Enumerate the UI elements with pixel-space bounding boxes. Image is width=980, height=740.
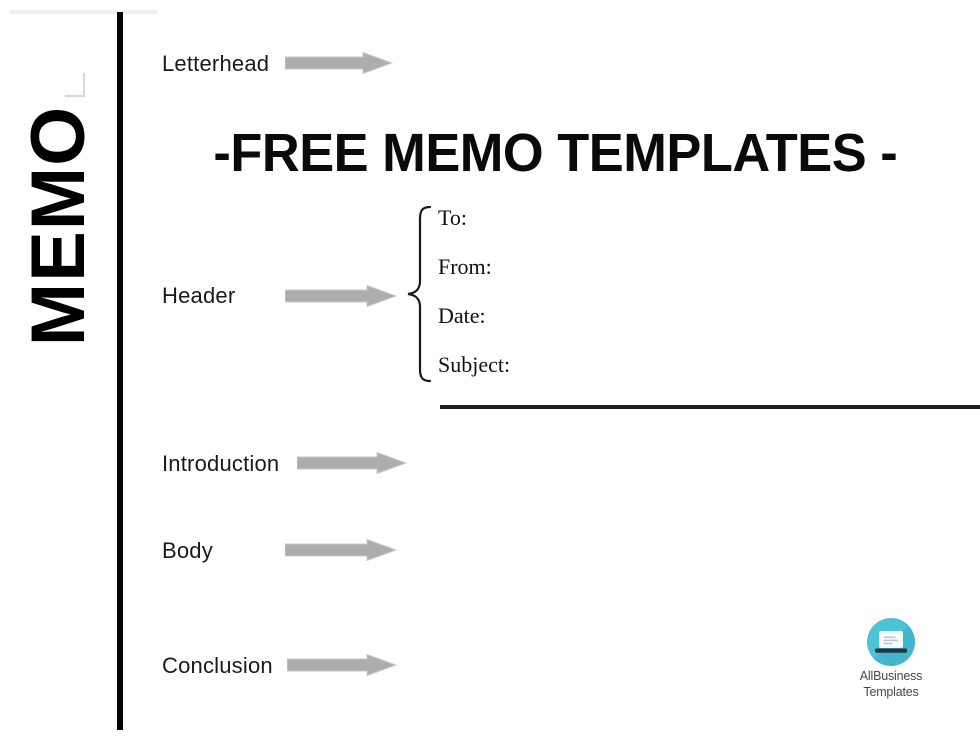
right-block-arrow-introduction (297, 452, 407, 474)
annotation-label-letterhead: Letterhead (162, 51, 270, 76)
annotation-row-conclusion: Conclusion (162, 649, 273, 683)
annotation-label-conclusion: Conclusion (162, 653, 273, 678)
annotation-row-body: Body (162, 534, 213, 568)
corner-bracket-mark (65, 73, 85, 97)
annotation-label-body: Body (162, 538, 213, 563)
right-block-arrow-body (285, 539, 397, 561)
header-separator-rule (440, 405, 980, 409)
memo-field-to: To: (438, 205, 468, 230)
top-grey-rule (10, 10, 157, 14)
annotation-label-header: Header (162, 283, 236, 308)
memo-field-date: Date: (438, 303, 486, 328)
right-block-arrow-conclusion (287, 654, 397, 676)
brand-logo: AllBusiness Templates (845, 617, 937, 699)
logo-text-line1: AllBusiness (859, 669, 923, 683)
page-title: -FREE MEMO TEMPLATES - (213, 123, 898, 183)
memo-field-subject: Subject: (438, 352, 511, 377)
memo-header-fields: To: From: Date: Subject: (438, 206, 638, 402)
side-word-memo-text: MEMO (16, 105, 101, 347)
laptop-badge-icon (866, 617, 916, 667)
logo-text-line2: Templates (863, 685, 919, 699)
right-block-arrow-letterhead (285, 52, 393, 74)
right-block-arrow-header (285, 285, 397, 307)
annotation-label-introduction: Introduction (162, 451, 280, 476)
annotation-row-introduction: Introduction (162, 447, 279, 481)
left-curly-brace-icon (406, 205, 432, 383)
annotation-row-header: Header (162, 279, 235, 313)
side-word-memo: MEMO (0, 95, 118, 357)
vertical-divider-line (117, 12, 123, 730)
memo-field-from: From: (438, 254, 492, 279)
annotation-row-letterhead: Letterhead (162, 47, 269, 81)
